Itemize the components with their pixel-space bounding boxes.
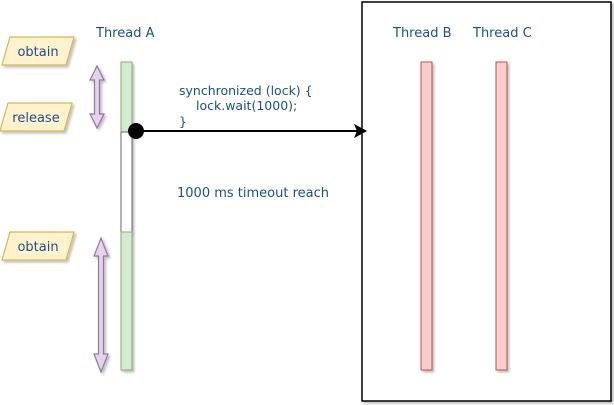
thread-b-bar	[420, 61, 433, 371]
arrowhead-icon	[353, 123, 368, 139]
double-arrow-short-icon	[89, 64, 105, 130]
code-line-2: lock.wait(1000);	[196, 98, 297, 113]
thread-a-bar-waiting	[120, 131, 133, 233]
tag-obtain-1	[1, 36, 75, 66]
tag-obtain-2-label: obtain	[17, 240, 58, 255]
thread-b-label: Thread B	[392, 26, 452, 41]
thread-a-label: Thread A	[95, 26, 155, 41]
wait-set-box	[361, 1, 612, 402]
double-arrow-long-icon	[93, 236, 109, 374]
code-line-1: synchronized (lock) {	[179, 83, 313, 98]
tag-release	[0, 102, 73, 132]
thread-a-bar-running-1	[120, 61, 133, 133]
connector-start-dot	[128, 123, 144, 139]
thread-a-bar-running-2	[120, 231, 133, 371]
thread-c-label: Thread C	[472, 26, 532, 41]
timeout-note: 1000 ms timeout reach	[177, 186, 329, 201]
tag-obtain-1-label: obtain	[17, 45, 58, 60]
tag-release-label: release	[12, 111, 59, 126]
tag-obtain-2	[1, 231, 75, 261]
code-line-3: }	[179, 114, 187, 129]
thread-c-bar	[495, 61, 508, 371]
